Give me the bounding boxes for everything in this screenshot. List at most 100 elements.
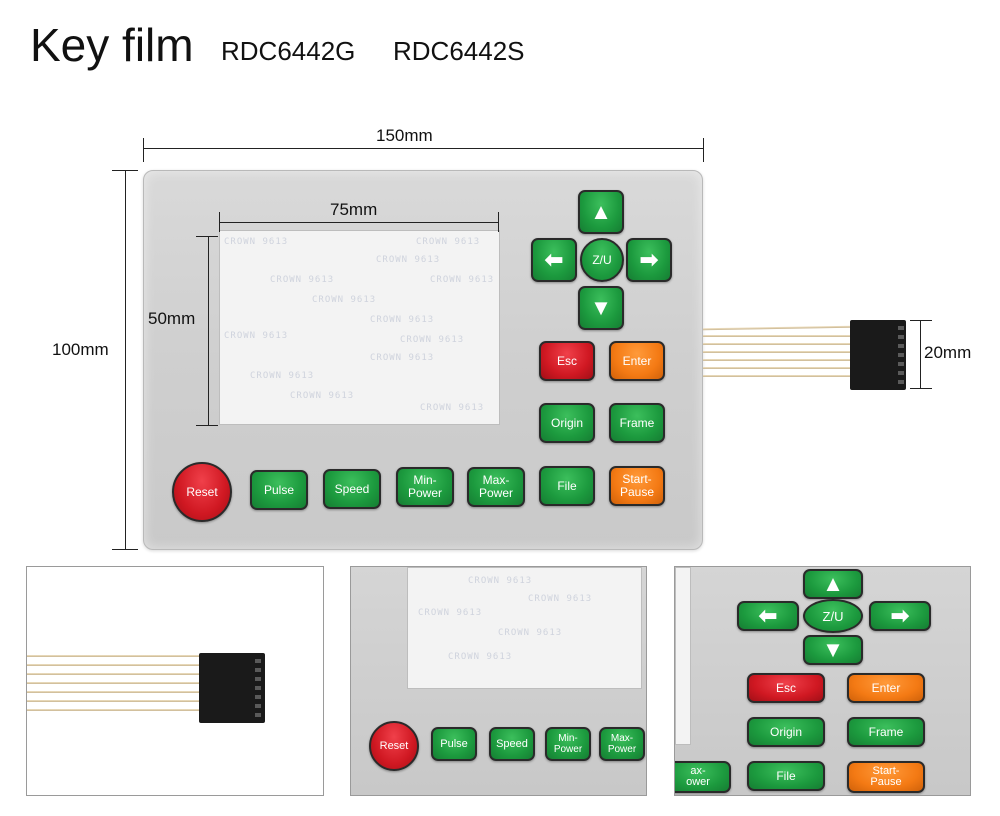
zu-key[interactable]: Z/U <box>580 238 624 282</box>
screen-watermark: CROWN 9613 <box>400 335 465 345</box>
min-power-key[interactable]: Min- Power <box>396 467 454 507</box>
detail-speed-key-label: Speed <box>496 737 528 750</box>
screen-watermark: CROWN 9613 <box>290 391 355 401</box>
screen-watermark: CROWN 9613 <box>250 371 315 381</box>
detail-reset-key-label: Reset <box>379 739 409 752</box>
connector-height-tick-bottom <box>910 388 932 389</box>
panel-width-label: 150mm <box>376 126 433 145</box>
detail-start-pause-key-label-1: Start- <box>872 765 900 777</box>
screen-watermark: CROWN 9613 <box>420 403 485 413</box>
detail-enter-key: Enter <box>847 673 925 703</box>
detail-screen-watermark: CROWN 9613 <box>418 608 483 618</box>
down-arrow-key[interactable]: ▼ <box>578 286 624 330</box>
detail-min-power-key-label-2: Power <box>553 744 583 755</box>
model-rdc6442g: RDC6442G <box>221 36 356 66</box>
screen-watermark: CROWN 9613 <box>370 353 435 363</box>
screen-watermark: CROWN 9613 <box>430 275 495 285</box>
detail-start-pause-key: Start- Pause <box>847 761 925 793</box>
start-pause-key-label-2: Pause <box>619 485 655 499</box>
screen-width-line <box>219 222 499 223</box>
screen-height-label: 50mm <box>148 309 196 328</box>
detail-reset-key: Reset <box>369 721 419 771</box>
pulse-key-label: Pulse <box>263 482 295 497</box>
detail-photo-bottom-keys: CROWN 9613 CROWN 9613 CROWN 9613 CROWN 9… <box>350 566 647 796</box>
min-power-key-label-1: Min- <box>413 473 437 487</box>
detail-down-arrow-key: ▼ <box>803 635 863 665</box>
esc-key-label: Esc <box>556 353 577 368</box>
detail-down-arrow-icon: ▼ <box>822 637 844 662</box>
screen-width-label: 75mm <box>330 200 378 219</box>
screen-watermark: CROWN 9613 <box>376 255 441 265</box>
screen-watermark: CROWN 9613 <box>270 275 335 285</box>
max-power-key[interactable]: Max- Power <box>467 467 525 507</box>
panel-width-line <box>143 148 704 149</box>
detail-zu-key-label: Z/U <box>822 608 844 624</box>
file-key[interactable]: File <box>539 466 595 506</box>
detail-lcd-window: CROWN 9613 CROWN 9613 CROWN 9613 CROWN 9… <box>407 567 642 689</box>
detail-photo-connector <box>26 566 324 796</box>
right-arrow-key[interactable]: ➡ <box>626 238 672 282</box>
connector-height-label: 20mm <box>924 343 972 362</box>
connector-height-tick-top <box>910 320 932 321</box>
up-arrow-key[interactable]: ▲ <box>578 190 624 234</box>
detail-photo-nav-keys: ▲ ⬅ Z/U ➡ ▼ Esc Enter Origin Frame ax- o… <box>674 566 971 796</box>
detail-frame-key: Frame <box>847 717 925 747</box>
lcd-window: CROWN 9613 CROWN 9613 CROWN 9613 CROWN 9… <box>219 230 500 425</box>
screen-watermark: CROWN 9613 <box>224 237 289 247</box>
panel-width-tick-left <box>143 138 144 162</box>
detail-connector <box>199 653 265 723</box>
screen-watermark: CROWN 9613 <box>224 331 289 341</box>
enter-key[interactable]: Enter <box>609 341 665 381</box>
enter-key-label: Enter <box>622 353 652 368</box>
reset-key-label: Reset <box>186 484 218 499</box>
detail-max-power-partial-2: ower <box>686 776 710 788</box>
left-arrow-key[interactable]: ⬅ <box>531 238 577 282</box>
model-rdc6442s: RDC6442S <box>393 36 525 66</box>
detail-max-power-key-label-1: Max- <box>610 733 634 744</box>
speed-key-label: Speed <box>334 481 370 496</box>
detail-up-arrow-key: ▲ <box>803 569 863 599</box>
down-arrow-icon: ▼ <box>590 295 612 320</box>
detail-origin-key-label: Origin <box>769 724 802 739</box>
detail-lcd-edge <box>675 567 691 745</box>
min-power-key-label-2: Power <box>407 486 442 500</box>
page-title: Key film <box>30 19 194 71</box>
start-pause-key[interactable]: Start- Pause <box>609 466 665 506</box>
detail-start-pause-key-label-2: Pause <box>870 776 902 788</box>
start-pause-key-label-1: Start- <box>622 472 652 486</box>
panel-height-label: 100mm <box>52 340 109 359</box>
detail-frame-key-label: Frame <box>868 724 904 739</box>
pulse-key[interactable]: Pulse <box>250 470 308 510</box>
detail-right-arrow-key: ➡ <box>869 601 931 631</box>
esc-key[interactable]: Esc <box>539 341 595 381</box>
detail-pulse-key-label: Pulse <box>440 737 468 750</box>
detail-origin-key: Origin <box>747 717 825 747</box>
speed-key[interactable]: Speed <box>323 469 381 509</box>
detail-left-arrow-key: ⬅ <box>737 601 799 631</box>
screen-height-tick-top <box>196 236 218 237</box>
detail-up-arrow-icon: ▲ <box>822 571 844 596</box>
frame-key[interactable]: Frame <box>609 403 665 443</box>
zu-key-label: Z/U <box>592 252 612 267</box>
screen-height-line <box>208 236 209 426</box>
detail-speed-key: Speed <box>489 727 535 761</box>
origin-key[interactable]: Origin <box>539 403 595 443</box>
right-arrow-icon: ➡ <box>639 247 659 272</box>
detail-enter-key-label: Enter <box>871 680 901 695</box>
detail-max-power-key: Max- Power <box>599 727 645 761</box>
connector-height-line <box>920 320 921 389</box>
screen-watermark: CROWN 9613 <box>312 295 377 305</box>
panel-width-tick-right <box>703 138 704 162</box>
screen-height-tick-bottom <box>196 425 218 426</box>
detail-screen-watermark: CROWN 9613 <box>498 628 563 638</box>
screen-width-tick-right <box>498 212 499 232</box>
detail-file-key-label: File <box>776 768 796 783</box>
detail-screen-watermark: CROWN 9613 <box>528 594 593 604</box>
detail-file-key: File <box>747 761 825 791</box>
reset-key[interactable]: Reset <box>172 462 232 522</box>
detail-esc-key: Esc <box>747 673 825 703</box>
detail-right-arrow-icon: ➡ <box>890 603 910 628</box>
detail-zu-key: Z/U <box>803 599 863 633</box>
left-arrow-icon: ⬅ <box>544 247 564 272</box>
detail-max-power-key-partial: ax- ower <box>675 761 731 793</box>
